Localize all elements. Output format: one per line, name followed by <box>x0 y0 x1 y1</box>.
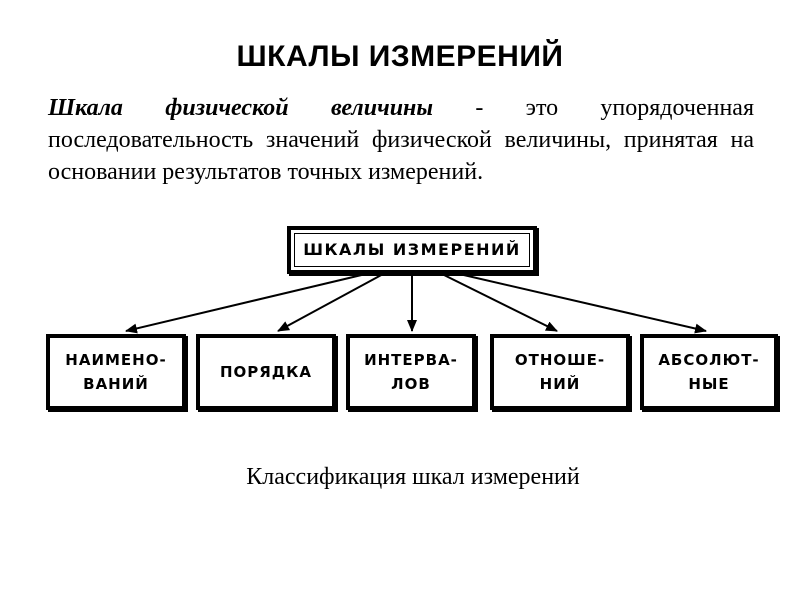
box-order-scale: ПОРЯДКА <box>196 334 336 410</box>
box-label: ОТНОШЕ- НИЙ <box>514 351 606 393</box>
box-label: АБСОЛЮТ- НЫЕ <box>658 351 760 393</box>
definition-term: Шкала физической величины <box>48 95 434 121</box>
arrow-to-ratio <box>439 272 558 332</box>
arrow-to-nominal <box>125 272 371 334</box>
definition-paragraph: Шкала физической величины - это упорядоч… <box>48 92 754 188</box>
root-box-measurement-scales: ШКАЛЫ ИЗМЕРЕНИЙ <box>287 226 537 274</box>
diagram-caption: Классификация шкал измерений <box>246 464 580 490</box>
box-label: ПОРЯДКА <box>219 363 313 381</box>
box-ratio-scale: ОТНОШЕ- НИЙ <box>490 334 630 410</box>
box-label: НАИМЕНО- ВАНИЙ <box>65 351 167 393</box>
box-absolute-scale: АБСОЛЮТ- НЫЕ <box>640 334 778 410</box>
box-nominal-scale: НАИМЕНО- ВАНИЙ <box>46 334 186 410</box>
arrow-to-order <box>277 272 386 332</box>
box-label: ИНТЕРВА- ЛОВ <box>364 351 458 393</box>
arrow-to-absolute <box>454 272 707 334</box>
slide-title: ШКАЛЫ ИЗМЕРЕНИЙ <box>236 40 564 73</box>
definition-text: - это упорядоченная последовательность з… <box>48 95 754 185</box>
root-box-label: ШКАЛЫ ИЗМЕРЕНИЙ <box>303 240 521 259</box>
box-interval-scale: ИНТЕРВА- ЛОВ <box>346 334 476 410</box>
